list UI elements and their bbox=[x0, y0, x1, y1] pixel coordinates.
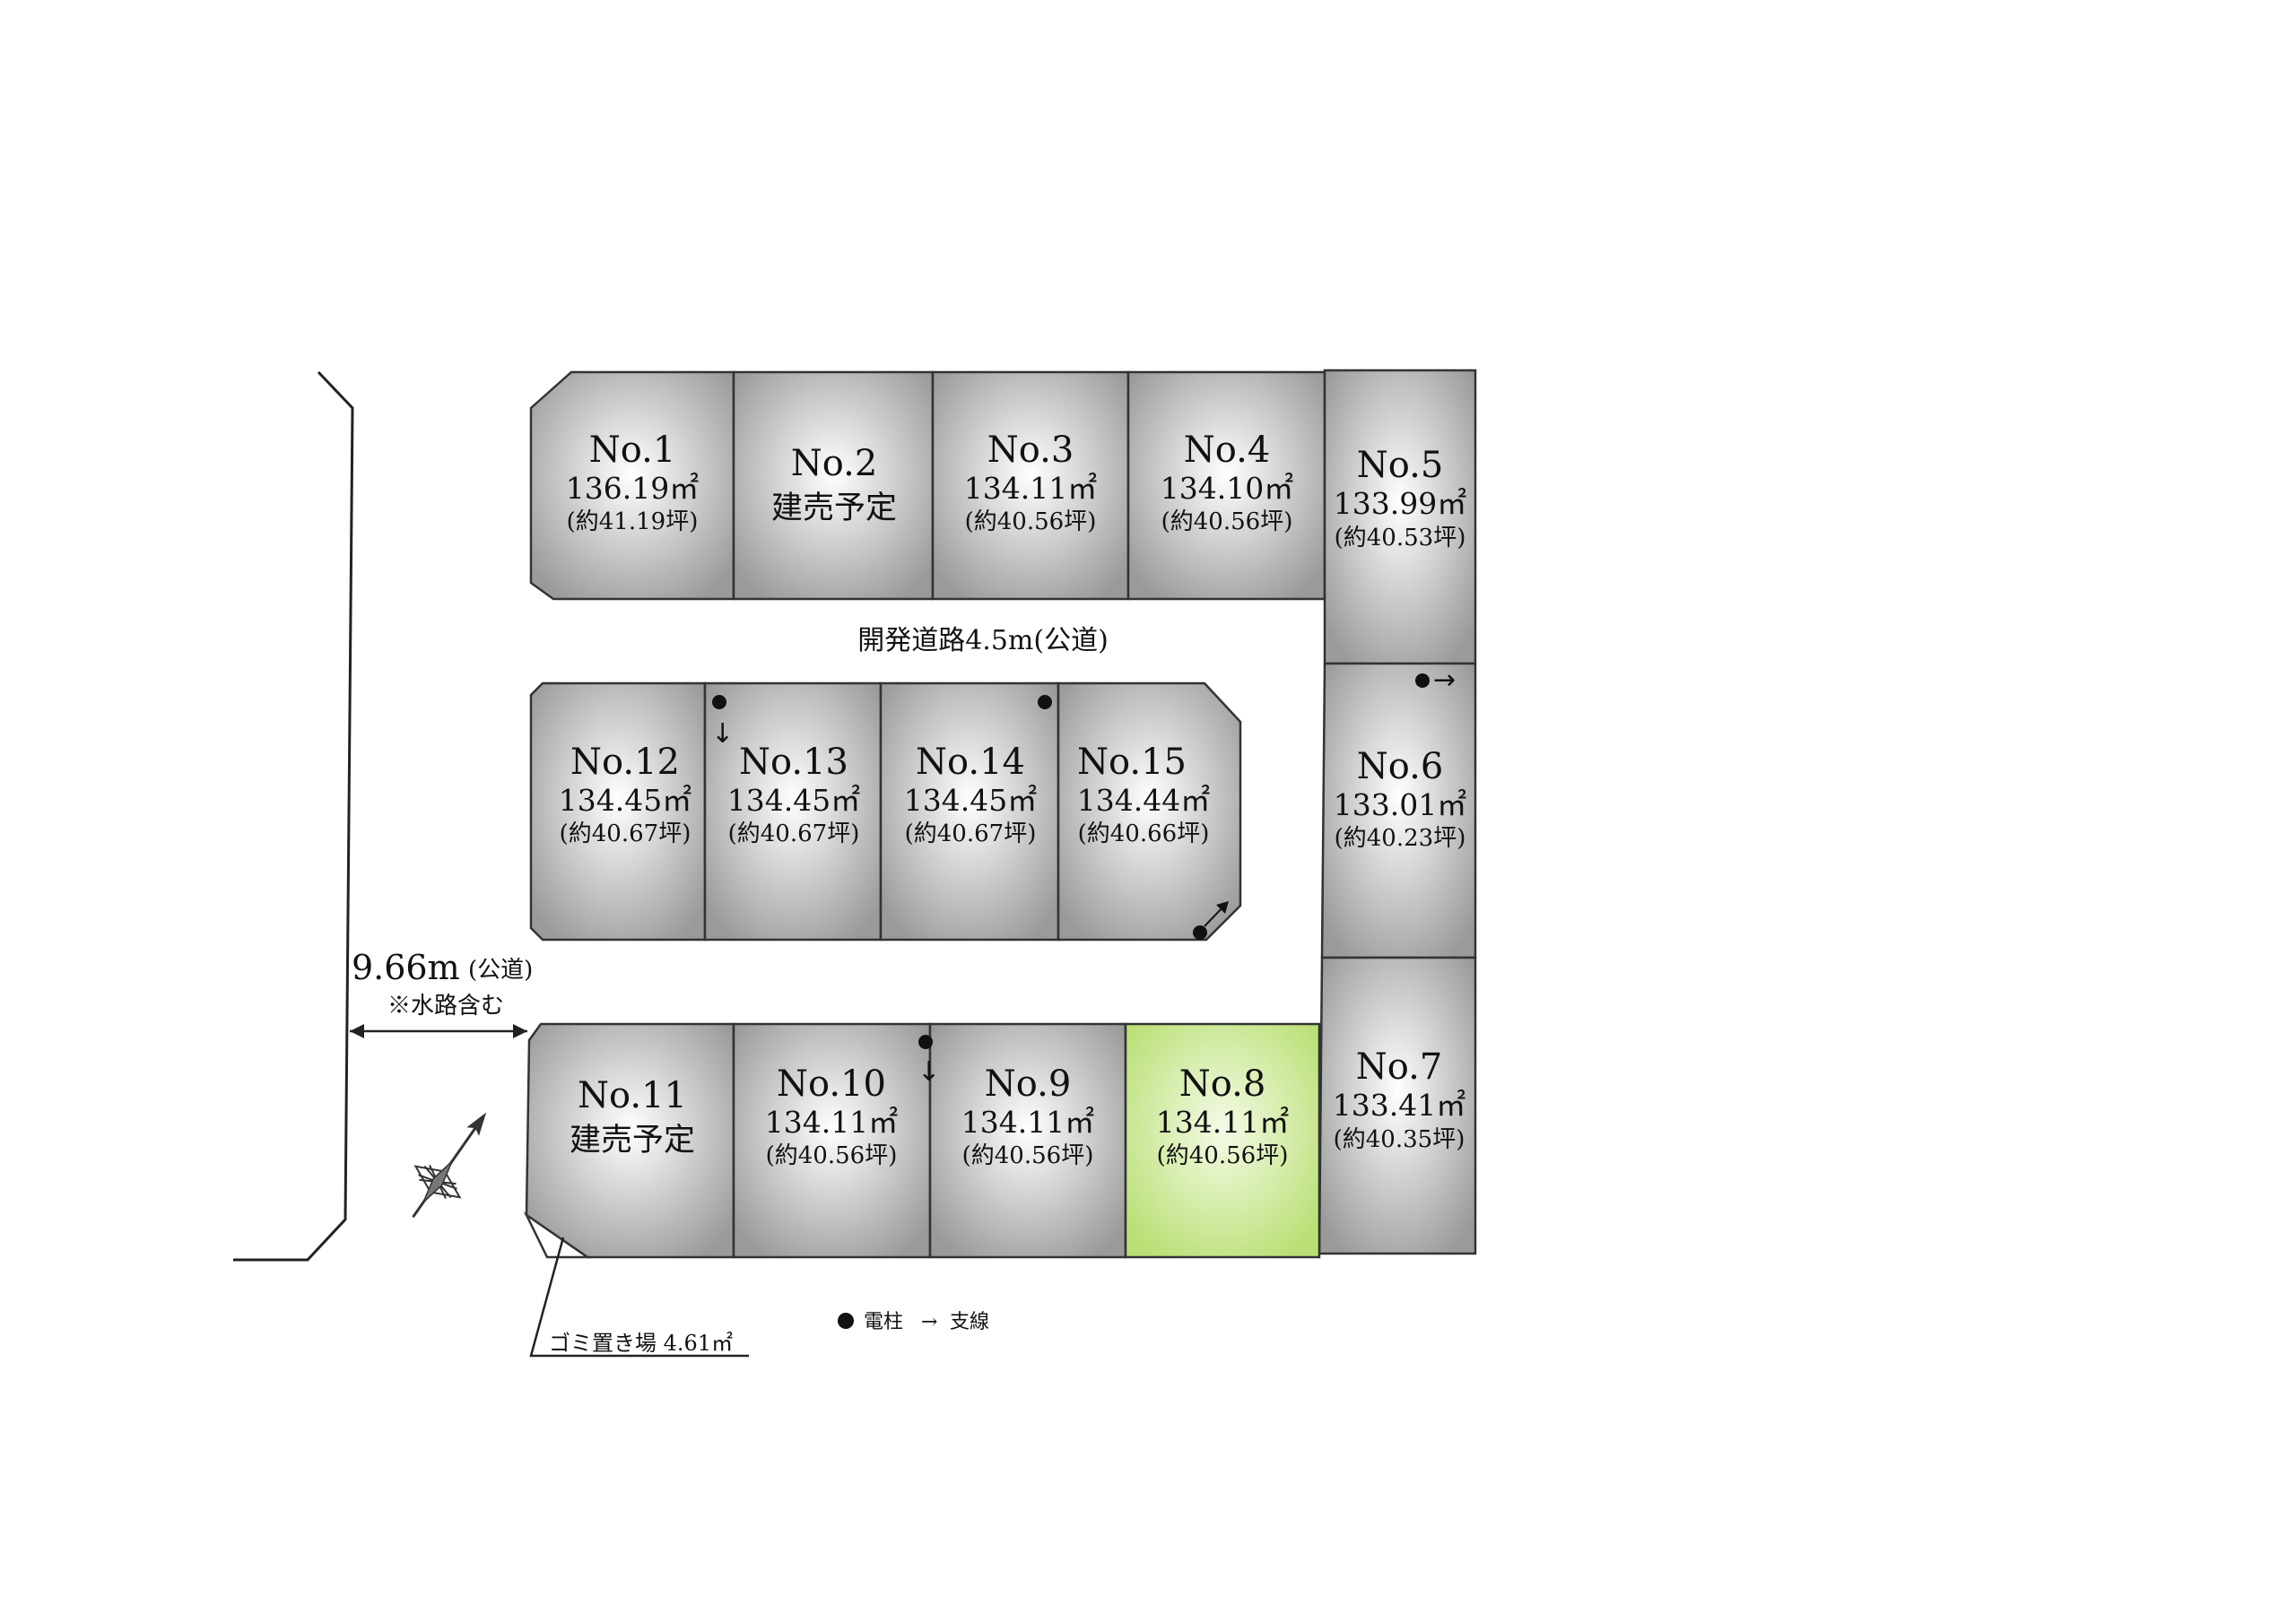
pole-icon bbox=[1193, 925, 1207, 940]
lot-11-number: No.11 bbox=[578, 1075, 687, 1116]
lot-11-note: 建売予定 bbox=[570, 1123, 695, 1159]
lot-2-number: No.2 bbox=[791, 443, 878, 484]
legend-guy-label: 支線 bbox=[950, 1311, 989, 1333]
lot-14-tsubo: (約40.67坪) bbox=[905, 820, 1037, 847]
lot-15-shape bbox=[1057, 681, 1242, 942]
lot-3-tsubo: (約40.56坪) bbox=[965, 508, 1097, 535]
garbage-leader-line bbox=[529, 1237, 749, 1358]
west-boundary-line bbox=[233, 370, 354, 1262]
lot-13-number: No.13 bbox=[739, 742, 848, 783]
pole-icon bbox=[1038, 695, 1052, 709]
dim-arrow-right-icon bbox=[513, 1024, 527, 1038]
lot-7-tsubo: (約40.35坪) bbox=[1334, 1126, 1465, 1153]
lot-8-shape bbox=[1124, 1022, 1321, 1259]
lot-1-number: No.1 bbox=[589, 430, 676, 471]
lot-10-number: No.10 bbox=[777, 1063, 886, 1105]
north-arrow-icon bbox=[412, 1112, 487, 1219]
lot-4-area: 134.10㎡ bbox=[1161, 471, 1293, 506]
legend-pole-label: 電柱 bbox=[864, 1311, 903, 1333]
lot-5-number: No.5 bbox=[1357, 445, 1444, 486]
lot-2-note: 建売予定 bbox=[771, 490, 897, 526]
guy-wire-down-icon: ↓ bbox=[711, 718, 734, 750]
pole-icon bbox=[712, 695, 726, 709]
lot-9-area: 134.11㎡ bbox=[961, 1105, 1094, 1140]
lot-8-area: 134.11㎡ bbox=[1156, 1105, 1289, 1140]
west-road-note: ※水路含む bbox=[387, 993, 504, 1020]
lot-3-area: 134.11㎡ bbox=[964, 471, 1097, 506]
lot-9-shape bbox=[928, 1022, 1127, 1259]
guy-wire-down-icon: ↓ bbox=[918, 1056, 940, 1088]
lot-15-number: No.15 bbox=[1077, 742, 1187, 783]
lot-10-area: 134.11㎡ bbox=[765, 1105, 898, 1140]
lot-1-tsubo: (約41.19坪) bbox=[567, 508, 699, 535]
lot-14-area: 134.45㎡ bbox=[904, 783, 1037, 818]
legend-guy-icon: → bbox=[921, 1311, 937, 1333]
lot-4-tsubo: (約40.56坪) bbox=[1161, 508, 1293, 535]
lot-12-tsubo: (約40.67坪) bbox=[560, 820, 691, 847]
lot-13-area: 134.45㎡ bbox=[727, 783, 860, 818]
garbage-area-label: ゴミ置き場 4.61㎡ bbox=[549, 1331, 733, 1356]
lot-6-area: 133.01㎡ bbox=[1334, 787, 1466, 822]
lot-12-area: 134.45㎡ bbox=[559, 783, 691, 818]
lot-10-tsubo: (約40.56坪) bbox=[766, 1142, 898, 1169]
lot-7-area: 133.41㎡ bbox=[1333, 1088, 1465, 1123]
lot-6-tsubo: (約40.23坪) bbox=[1335, 825, 1466, 852]
lot-1-area: 136.19㎡ bbox=[566, 471, 699, 506]
lot-3-number: No.3 bbox=[987, 430, 1074, 471]
lot-6-number: No.6 bbox=[1357, 746, 1444, 787]
lot-8-tsubo: (約40.56坪) bbox=[1157, 1142, 1289, 1169]
pole-icon bbox=[1415, 673, 1430, 688]
guy-wire-diagonal-arrowhead-icon bbox=[1216, 901, 1229, 914]
lot-9-number: No.9 bbox=[985, 1063, 1072, 1105]
west-road-width: 9.66m bbox=[352, 948, 460, 987]
dim-arrow-left-icon bbox=[350, 1024, 364, 1038]
legend-pole-icon bbox=[838, 1313, 854, 1329]
pole-icon bbox=[918, 1035, 933, 1049]
internal-road-label: 開発道路4.5m(公道) bbox=[857, 625, 1109, 656]
lot-9-tsubo: (約40.56坪) bbox=[962, 1142, 1094, 1169]
lot-5-tsubo: (約40.53坪) bbox=[1335, 525, 1466, 551]
lot-2-shape bbox=[732, 370, 935, 601]
lot-7-number: No.7 bbox=[1356, 1046, 1443, 1088]
lot-5-area: 133.99㎡ bbox=[1334, 486, 1466, 521]
lot-4-number: No.4 bbox=[1184, 430, 1271, 471]
legend: 電柱 → 支線 bbox=[838, 1311, 989, 1333]
lot-15-area: 134.44㎡ bbox=[1077, 783, 1210, 818]
guy-wire-right-icon: → bbox=[1433, 664, 1456, 696]
lot-15-tsubo: (約40.66坪) bbox=[1078, 820, 1210, 847]
lot-14-number: No.14 bbox=[916, 742, 1025, 783]
lot-13-tsubo: (約40.67坪) bbox=[728, 820, 860, 847]
lot-12-number: No.12 bbox=[570, 742, 680, 783]
lot-10-shape bbox=[732, 1022, 932, 1259]
west-road-type: (公道) bbox=[468, 957, 533, 984]
garbage-area-shape bbox=[523, 1211, 592, 1259]
lot-8-number: No.8 bbox=[1179, 1063, 1266, 1105]
